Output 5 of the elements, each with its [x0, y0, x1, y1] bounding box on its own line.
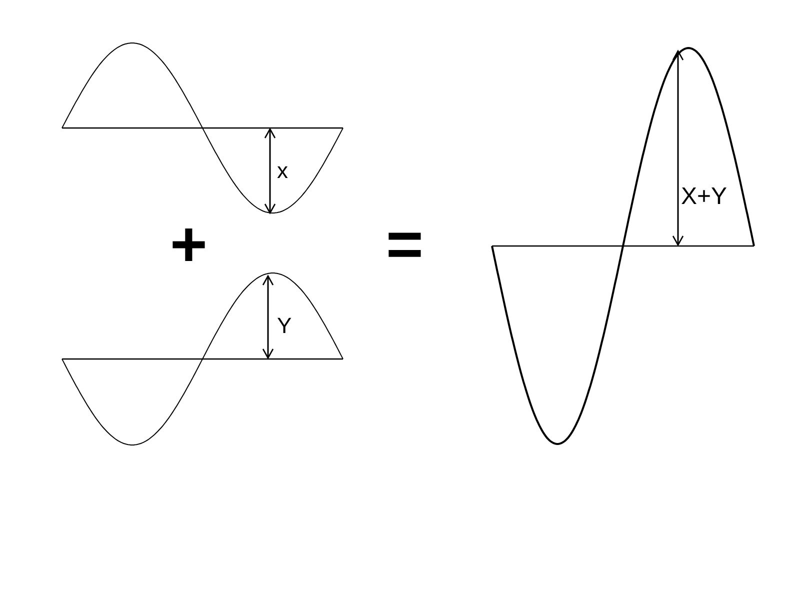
equals-sign: = [386, 212, 424, 276]
plus-sign: + [170, 212, 208, 276]
measure-label: x [277, 160, 288, 182]
measure-label: Y [277, 315, 292, 337]
measure-label: X+Y [681, 185, 728, 209]
